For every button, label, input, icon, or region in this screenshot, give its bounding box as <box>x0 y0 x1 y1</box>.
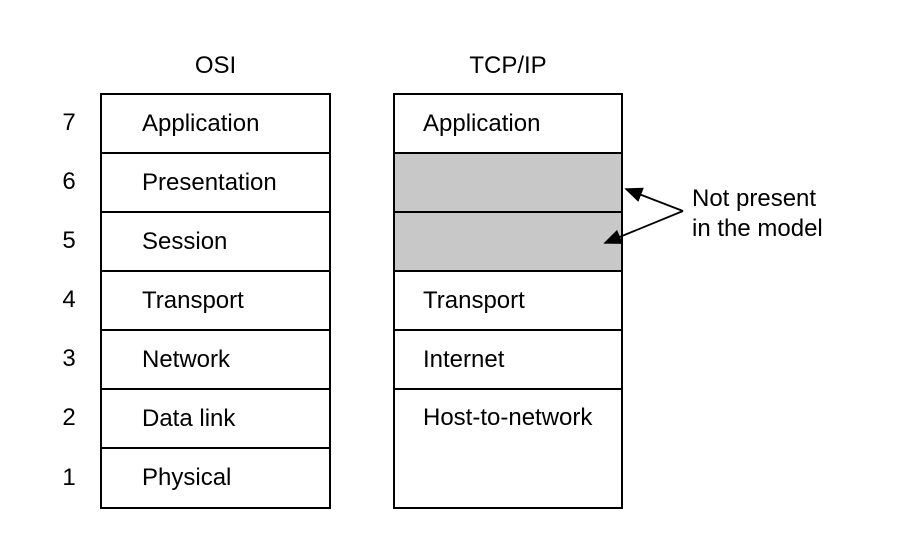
osi-layer-session: Session <box>102 213 329 272</box>
tcpip-layer-internet: Internet <box>395 331 621 390</box>
osi-layer-label: Data link <box>142 404 236 432</box>
osi-layer-label: Session <box>142 227 228 255</box>
tcpip-layer-label: Transport <box>423 286 525 314</box>
tcpip-layer-application: Application <box>395 95 621 154</box>
tcpip-absent-session-slot <box>395 213 621 272</box>
osi-layer-number-1: 1 <box>62 464 76 491</box>
tcpip-layer-label: Application <box>423 109 541 137</box>
osi-layer-label: Physical <box>142 464 232 491</box>
tcpip-layer-label: Internet <box>423 345 505 373</box>
osi-layer-number-7: 7 <box>62 108 76 136</box>
osi-layer-label: Transport <box>142 286 244 314</box>
tcpip-layer-label: Host-to-network <box>423 404 593 431</box>
osi-layer-data-link: Data link <box>102 390 329 449</box>
osi-layer-network: Network <box>102 331 329 390</box>
annotation-line-2: in the model <box>692 215 823 242</box>
osi-layer-number-5: 5 <box>62 226 76 254</box>
tcpip-layer-stack: Application Transport Internet Host-to-n… <box>393 93 623 509</box>
osi-column-title: OSI <box>194 52 237 79</box>
osi-layer-label: Presentation <box>142 168 277 196</box>
osi-layer-number-6: 6 <box>62 167 76 195</box>
osi-layer-physical: Physical <box>102 449 329 507</box>
osi-layer-number-3: 3 <box>62 344 76 372</box>
osi-layer-stack: Application Presentation Session Transpo… <box>100 93 331 509</box>
osi-layer-label: Network <box>142 345 231 373</box>
not-present-annotation: Not present in the model <box>692 184 823 244</box>
osi-layer-number-4: 4 <box>62 285 76 313</box>
osi-layer-numbers: 7 6 5 4 3 2 1 <box>48 93 90 509</box>
osi-layer-transport: Transport <box>102 272 329 331</box>
tcpip-column-title: TCP/IP <box>469 52 547 79</box>
tcpip-layer-transport: Transport <box>395 272 621 331</box>
osi-layer-number-2: 2 <box>62 403 76 431</box>
tcpip-absent-presentation-slot <box>395 154 621 213</box>
annotation-line-1: Not present <box>692 185 817 212</box>
tcpip-layer-host-to-network: Host-to-network <box>395 390 621 507</box>
osi-layer-application: Application <box>102 95 329 154</box>
osi-layer-presentation: Presentation <box>102 154 329 213</box>
osi-layer-label: Application <box>142 109 260 137</box>
arrow-to-upper-absent-slot <box>624 187 684 212</box>
